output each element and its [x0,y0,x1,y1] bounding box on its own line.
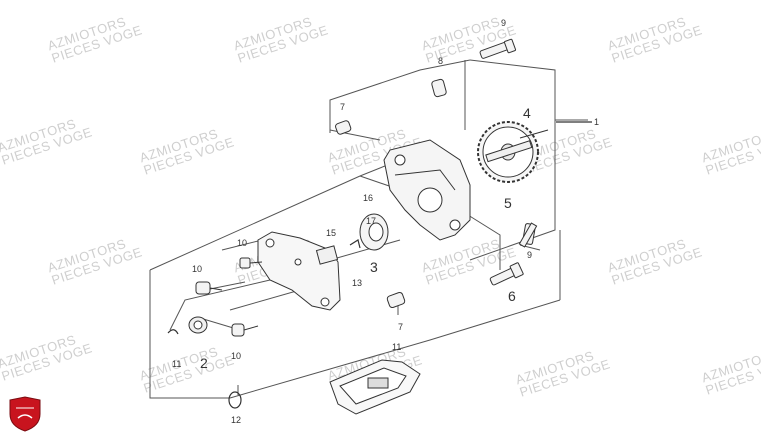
callout-6: 6 [508,288,516,304]
o-ring-12 [228,391,242,409]
callout-10-b: 10 [192,264,202,274]
callout-2: 2 [200,355,208,371]
callout-13: 13 [352,278,362,288]
callout-15: 15 [326,228,336,238]
leader-line [149,270,230,399]
leader-line [229,289,301,311]
bolt-6 [489,262,524,286]
callout-8: 8 [438,56,443,66]
callout-7-top: 7 [340,102,345,112]
callout-17: 17 [366,216,376,226]
callout-4: 4 [523,105,531,121]
leader-line [169,279,271,331]
callout-10-a: 10 [237,238,247,248]
bolt-top [479,38,517,59]
part-15 [315,245,339,265]
screw-10-a [195,281,223,295]
clip-3 [349,239,361,249]
callout-1: 1 [594,117,599,127]
leader-line [459,209,501,270]
leader-line [469,59,556,261]
nut-2 [188,316,208,334]
bolt-9-right [518,222,538,248]
screw-10-b [239,257,263,269]
callout-12: 12 [231,415,241,425]
inner-rotor [359,213,389,251]
oil-pump-body [383,139,471,241]
callout-11-bottom: 11 [392,342,401,352]
callout-16: 16 [363,193,373,203]
leader-line [204,281,246,291]
azmotors-logo [9,396,41,432]
oil-pump-gear [477,121,549,183]
clip-11-left [167,329,179,335]
leader-line [329,239,401,261]
dowel-pin-8 [431,78,447,98]
leader-line [229,299,561,399]
callout-11-left: 11 [172,359,181,369]
screw-10-c [231,323,259,337]
leader-line [329,59,471,133]
dowel-pin-7-top [335,120,352,135]
callout-9-right: 9 [527,250,532,260]
oil-strainer [329,359,421,415]
callout-10-c: 10 [231,351,241,361]
callout-7-bottom: 7 [398,322,403,332]
dowel-pin-7-bottom [386,291,406,309]
leader-line [221,239,263,251]
callout-3: 3 [370,259,378,275]
callout-5: 5 [504,195,512,211]
callout-9-top: 9 [501,18,506,28]
